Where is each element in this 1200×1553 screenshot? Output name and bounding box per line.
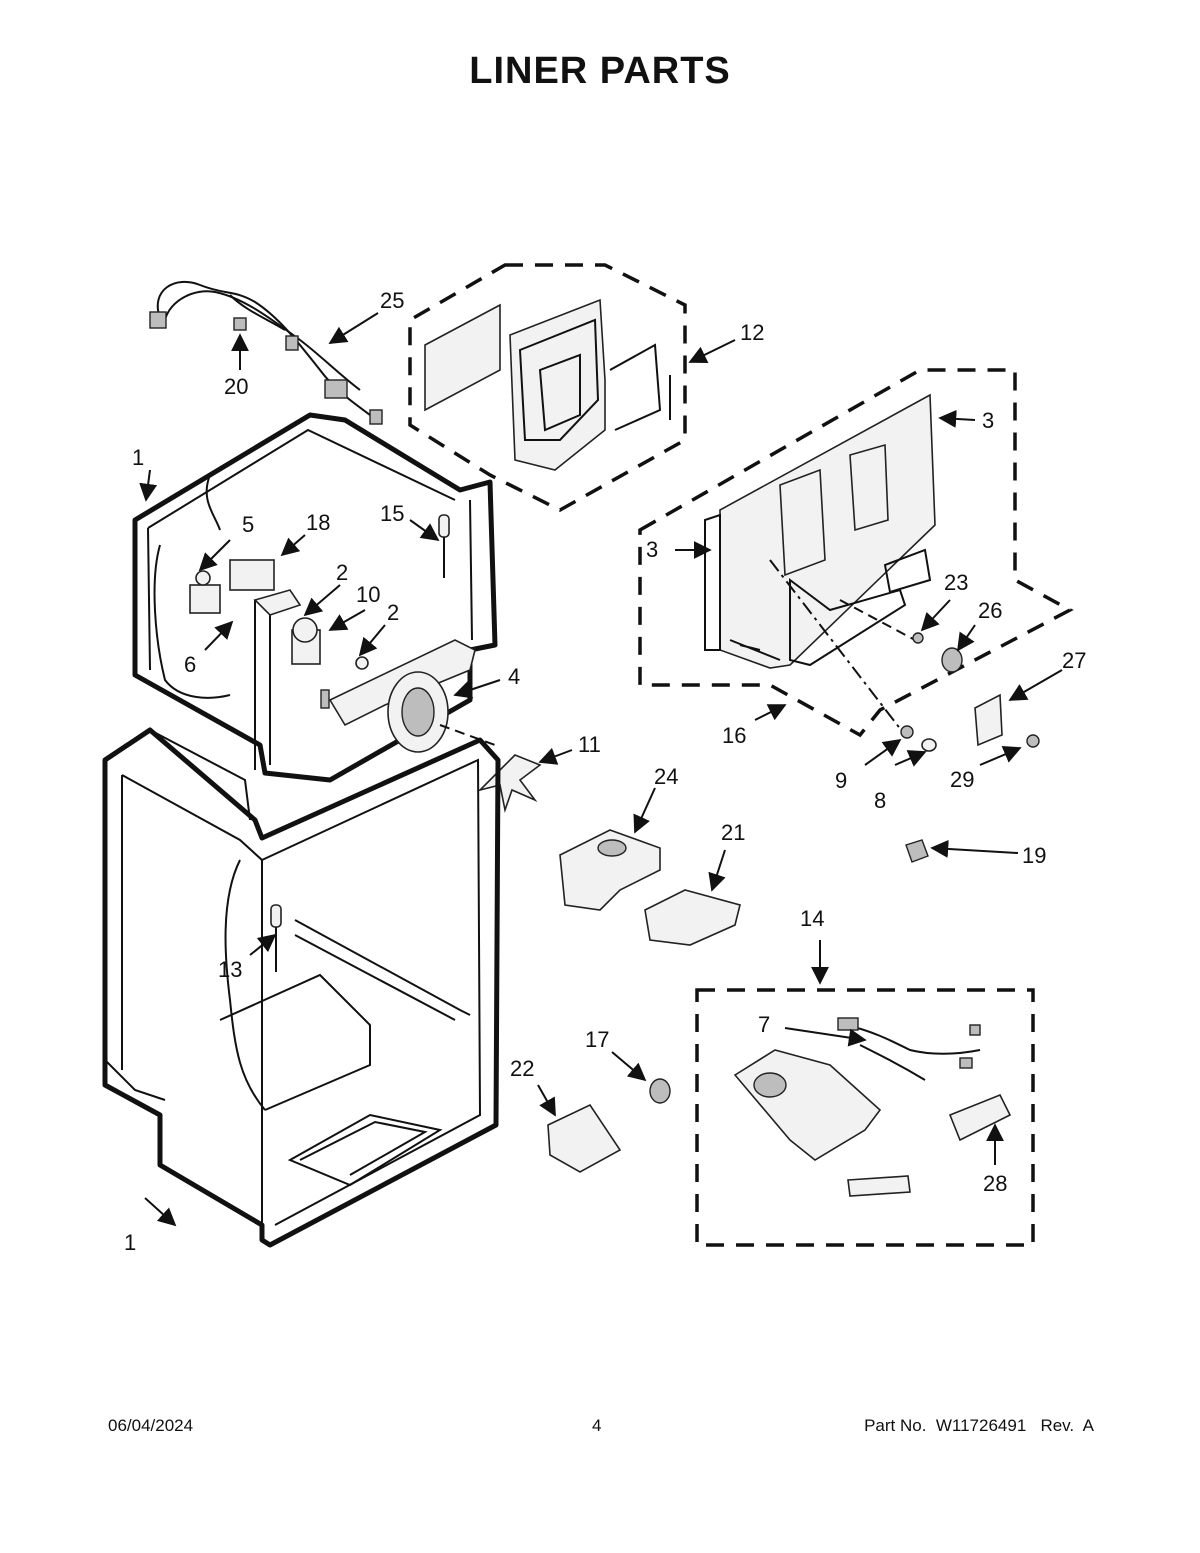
callout-28: 28 [983, 1171, 1007, 1196]
callout-14: 14 [800, 906, 824, 931]
callout-1-bottom: 1 [124, 1230, 136, 1255]
footer-date: 06/04/2024 [108, 1416, 194, 1435]
callout-23: 23 [944, 570, 968, 595]
callout-12: 12 [740, 320, 764, 345]
callout-5: 5 [242, 512, 254, 537]
callout-3-b: 3 [646, 537, 658, 562]
wire-harness-part [149, 280, 383, 425]
callout-16: 16 [722, 723, 746, 748]
callout-6: 6 [184, 652, 196, 677]
air-duct-parts [547, 829, 741, 1173]
evaporator-cover-group [408, 263, 687, 512]
fresh-food-liner-part [102, 727, 501, 1248]
freezer-liner-part [132, 412, 498, 783]
callout-26: 26 [978, 598, 1002, 623]
small-fasteners-parts [900, 632, 1040, 863]
callout-17: 17 [585, 1027, 609, 1052]
callout-labels: 1 1 2 2 3 3 4 5 6 7 8 9 10 11 12 13 14 1… [124, 288, 1086, 1255]
fan-blade-part [477, 754, 542, 814]
callout-7: 7 [758, 1012, 770, 1037]
callout-18: 18 [306, 510, 330, 535]
leader-lines [139, 312, 1063, 1227]
callout-22: 22 [510, 1056, 534, 1081]
callout-24: 24 [654, 764, 678, 789]
callout-9: 9 [835, 768, 847, 793]
rear-panel-group [638, 368, 1074, 738]
footer-part-number: Part No. W11726491 Rev. A [864, 1416, 1094, 1435]
callout-15: 15 [380, 501, 404, 526]
callout-25: 25 [380, 288, 404, 313]
callout-20: 20 [224, 374, 248, 399]
fan-motor-part [291, 617, 369, 709]
callout-2-a: 2 [336, 560, 348, 585]
callout-29: 29 [950, 767, 974, 792]
callout-27: 27 [1062, 648, 1086, 673]
callout-8: 8 [874, 788, 886, 813]
callout-4: 4 [508, 664, 520, 689]
page-title: LINER PARTS [469, 50, 731, 92]
callout-3-a: 3 [982, 408, 994, 433]
callout-1-top: 1 [132, 445, 144, 470]
callout-10: 10 [356, 582, 380, 607]
fan-shroud-part [328, 639, 496, 753]
callout-11: 11 [578, 732, 601, 757]
callout-2-b: 2 [387, 600, 399, 625]
callout-13: 13 [218, 957, 242, 982]
callout-21: 21 [721, 820, 745, 845]
callout-19: 19 [1022, 843, 1046, 868]
control-assembly-group [695, 988, 1035, 1247]
footer-page-number: 4 [592, 1416, 602, 1435]
